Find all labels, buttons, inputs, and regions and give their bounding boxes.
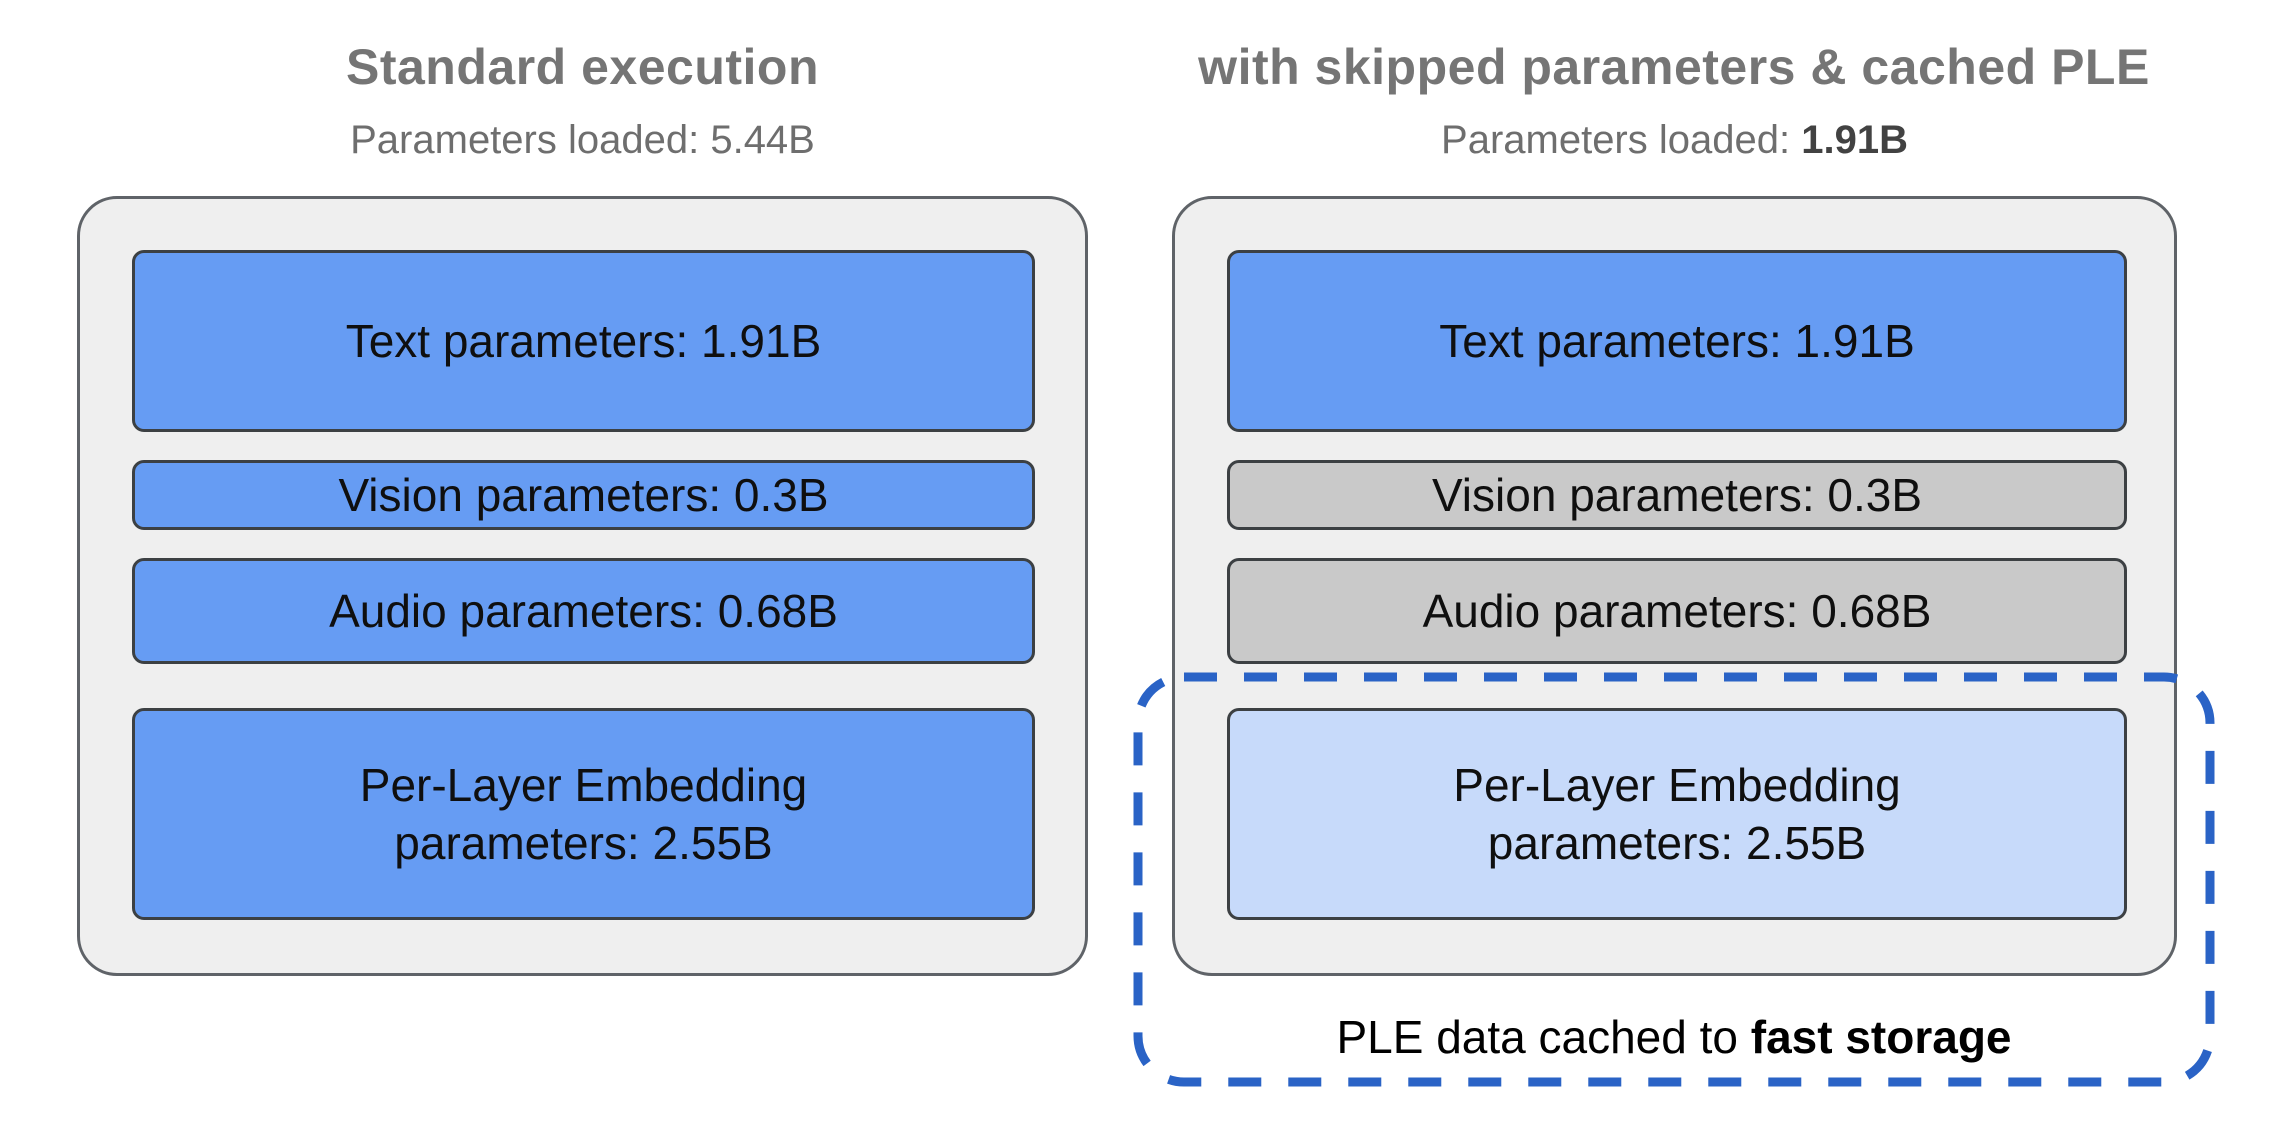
- left-model-container: Text parameters: 1.91B Vision parameters…: [77, 196, 1088, 976]
- right-text-parameters-box: Text parameters: 1.91B: [1227, 250, 2127, 432]
- left-subtitle-value: 5.44B: [710, 118, 815, 162]
- left-text-parameters-box: Text parameters: 1.91B: [132, 250, 1035, 432]
- cache-caption-prefix: PLE data cached to: [1336, 1011, 1751, 1063]
- cache-caption-bold: fast storage: [1750, 1011, 2012, 1063]
- right-panel-subtitle: Parameters loaded: 1.91B: [1172, 118, 2177, 163]
- right-ple-parameters-box-cached: Per-Layer Embedding parameters: 2.55B: [1227, 708, 2127, 920]
- left-audio-parameters-box: Audio parameters: 0.68B: [132, 558, 1035, 664]
- left-panel-title: Standard execution: [346, 39, 819, 95]
- right-subtitle-value: 1.91B: [1801, 118, 1908, 162]
- right-vision-parameters-label: Vision parameters: 0.3B: [1431, 469, 1923, 521]
- right-ple-parameters-label: Per-Layer Embedding parameters: 2.55B: [1453, 759, 1901, 869]
- right-text-parameters-label: Text parameters: 1.91B: [1439, 315, 1915, 367]
- left-text-parameters-label: Text parameters: 1.91B: [345, 315, 822, 367]
- cache-caption: PLE data cached to fast storage: [1133, 1010, 2215, 1064]
- left-panel-subtitle: Parameters loaded: 5.44B: [77, 118, 1088, 163]
- left-subtitle-label: Parameters loaded:: [350, 118, 711, 162]
- left-ple-parameters-label: Per-Layer Embedding parameters: 2.55B: [359, 759, 808, 869]
- right-vision-parameters-box-skipped: Vision parameters: 0.3B: [1227, 460, 2127, 530]
- left-ple-parameters-box: Per-Layer Embedding parameters: 2.55B: [132, 708, 1035, 920]
- right-subtitle-label: Parameters loaded:: [1441, 118, 1802, 162]
- left-audio-parameters-label: Audio parameters: 0.68B: [329, 585, 838, 637]
- right-panel-title: with skipped parameters & cached PLE: [1198, 39, 2150, 95]
- left-vision-parameters-label: Vision parameters: 0.3B: [338, 469, 829, 521]
- left-vision-parameters-box: Vision parameters: 0.3B: [132, 460, 1035, 530]
- right-model-container: Text parameters: 1.91B Vision parameters…: [1172, 196, 2177, 976]
- right-audio-parameters-box-skipped: Audio parameters: 0.68B: [1227, 558, 2127, 664]
- right-audio-parameters-label: Audio parameters: 0.68B: [1422, 585, 1932, 637]
